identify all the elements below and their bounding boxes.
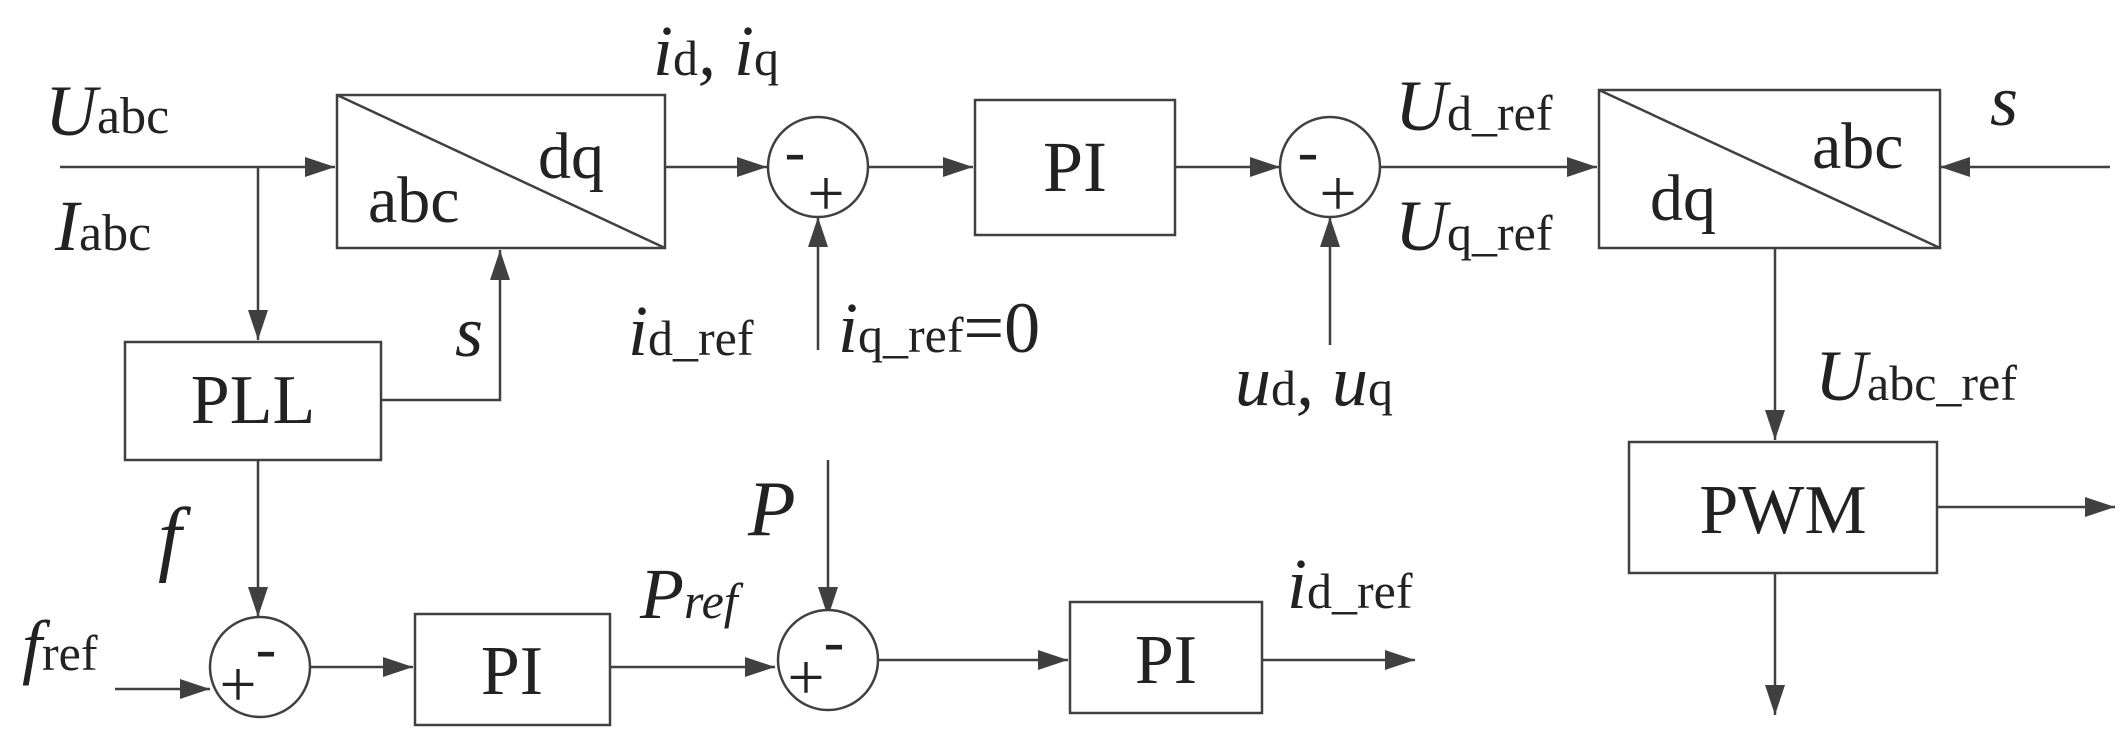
pll-block: PLL bbox=[123, 340, 383, 462]
pi-freq-block: PI bbox=[413, 612, 612, 727]
abc-dq-in-label: abc bbox=[368, 164, 460, 237]
power-summer: + - bbox=[776, 608, 880, 714]
abc-dq-out-label: dq bbox=[538, 120, 604, 193]
dq-abc-block: dq abc bbox=[1597, 88, 1942, 250]
power-summer-left-sign: + bbox=[787, 641, 824, 714]
pi-power-label: PI bbox=[1135, 622, 1197, 699]
current-summer: - + bbox=[766, 115, 870, 230]
abc-dq-block: abc dq bbox=[335, 93, 667, 250]
dq-abc-out-label: abc bbox=[1812, 110, 1904, 183]
power-summer-right-sign: - bbox=[824, 608, 845, 676]
udq-label: ud, uq bbox=[1235, 341, 1393, 421]
pi-current-block: PI bbox=[973, 98, 1177, 237]
pwm-block: PWM bbox=[1627, 440, 1939, 575]
p-ref-label: Pref bbox=[639, 554, 744, 634]
uq-ref-label: Uq_ref bbox=[1395, 186, 1553, 266]
idq-label: id, iq bbox=[653, 11, 779, 91]
pwm-label: PWM bbox=[1699, 472, 1866, 549]
voltage-summer: - + bbox=[1278, 115, 1382, 230]
id-ref-out-label: id_ref bbox=[1287, 544, 1413, 624]
current-summer-bottom-sign: + bbox=[807, 157, 844, 230]
f-ref-label: fref bbox=[22, 606, 98, 686]
freq-summer: + - bbox=[208, 615, 312, 721]
p-label: P bbox=[747, 465, 796, 552]
freq-summer-left-sign: + bbox=[219, 648, 256, 721]
s-right-label: s bbox=[1990, 61, 2018, 141]
pi-power-block: PI bbox=[1068, 600, 1264, 715]
voltage-summer-bottom-sign: + bbox=[1319, 157, 1356, 230]
uabc-ref-label: Uabc_ref bbox=[1815, 336, 2017, 416]
ud-ref-label: Ud_ref bbox=[1395, 66, 1553, 146]
voltage-summer-top-sign: - bbox=[1298, 118, 1319, 186]
freq-summer-right-sign: - bbox=[256, 615, 277, 683]
pi-freq-label: PI bbox=[481, 633, 543, 710]
pi-current-label: PI bbox=[1043, 127, 1107, 207]
u-abc-label: Uabc bbox=[45, 71, 169, 151]
f-label: f bbox=[158, 491, 192, 584]
pll-s-line bbox=[381, 250, 510, 402]
s-pll-label: s bbox=[455, 292, 483, 372]
dq-abc-in-label: dq bbox=[1650, 162, 1716, 235]
iq-ref-label: iq_ref=0 bbox=[838, 288, 1040, 368]
id-ref-in-label: id_ref bbox=[628, 291, 754, 371]
current-summer-top-sign: - bbox=[785, 118, 806, 186]
pll-label: PLL bbox=[191, 362, 315, 439]
i-abc-label: Iabc bbox=[54, 186, 151, 266]
